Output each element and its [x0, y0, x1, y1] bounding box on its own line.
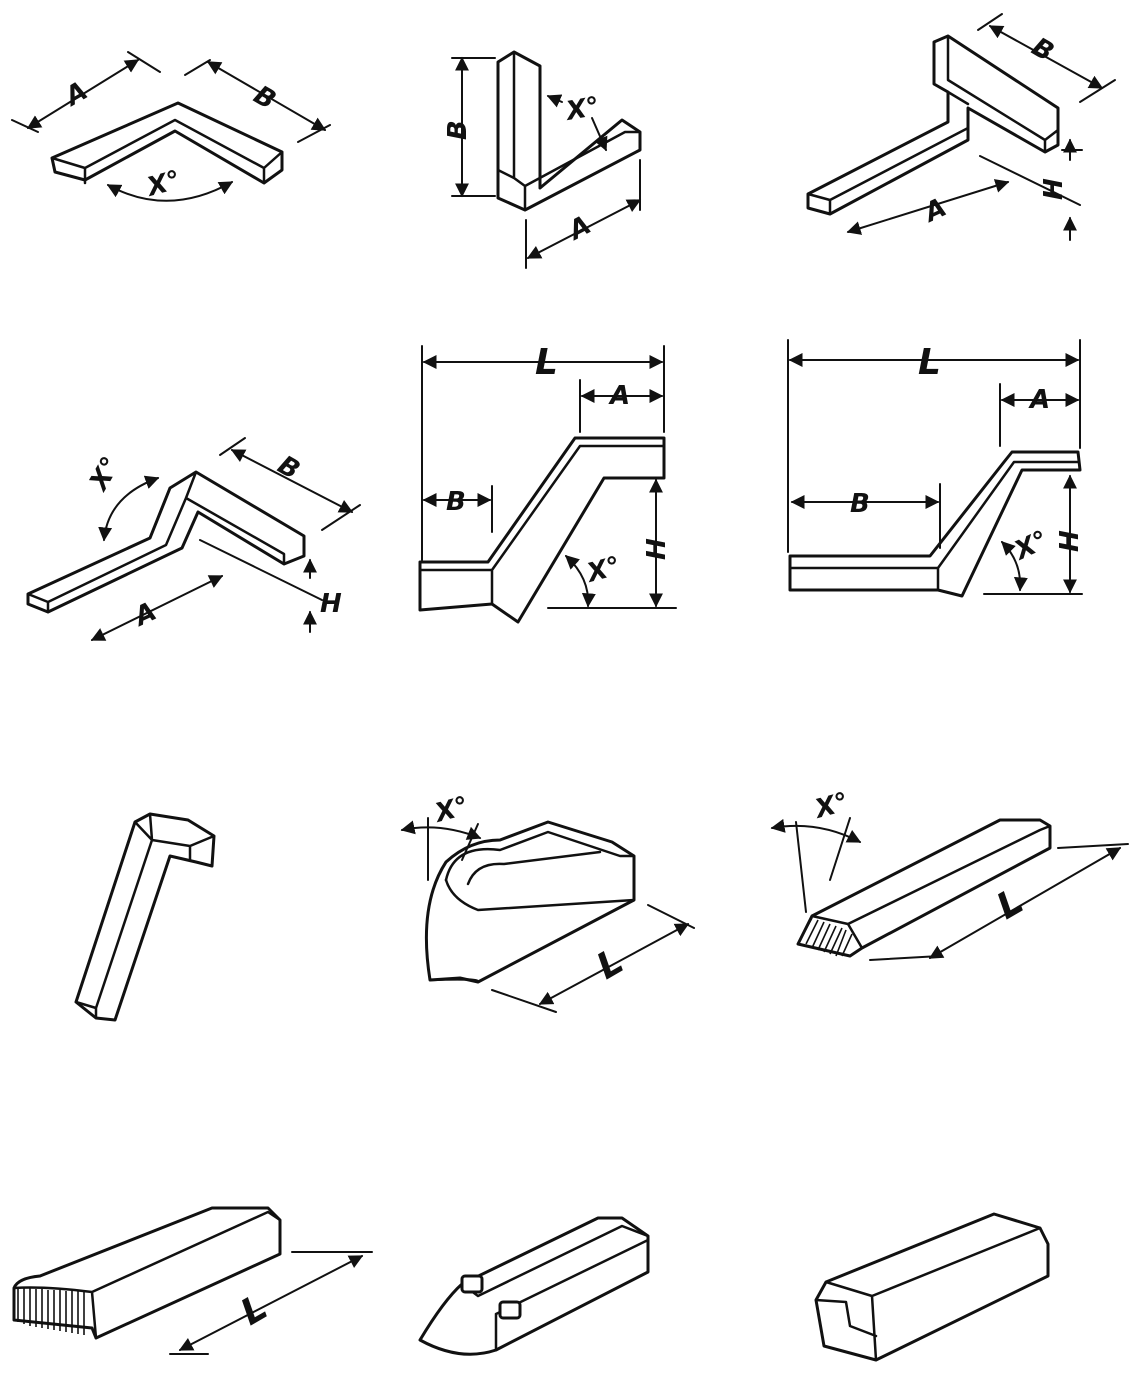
dim-label-B: B	[850, 489, 870, 519]
dim-label-L: L	[535, 342, 558, 383]
dim-label-A: A	[128, 597, 161, 634]
tool-offset-step: B A H	[806, 13, 1116, 241]
tool-round-nose: L X°	[400, 791, 695, 1013]
dim-label-A: A	[608, 381, 630, 411]
dim-label-angle: X°	[430, 791, 472, 829]
dim-label-H: H	[1055, 530, 1085, 552]
dim-label-A: A	[59, 76, 93, 113]
tool-stepped-offset-a: L A B H X°	[418, 342, 677, 624]
dim-label-angle: X°	[83, 452, 127, 497]
dim-label-L: L	[234, 1287, 274, 1334]
tool-angled-nose: L X°	[770, 787, 1129, 961]
tool-notched-bar	[814, 1212, 1050, 1362]
tool-bent-offset: B A H X°	[26, 437, 361, 641]
dim-label-A: A	[918, 193, 951, 230]
lug-left	[460, 1274, 484, 1294]
tool-hooked-bar	[74, 812, 216, 1022]
dim-label-B: B	[249, 80, 281, 116]
dim-label-B: B	[1027, 32, 1059, 68]
dim-label-L: L	[918, 342, 941, 383]
dim-label-angle: X°	[810, 787, 852, 825]
tool-lugged-bar	[418, 1216, 650, 1356]
lug-right	[498, 1300, 522, 1320]
dim-label-H: H	[1039, 178, 1069, 200]
dim-label-H: H	[642, 538, 672, 560]
tool-stepped-offset-b: L A B H X°	[787, 339, 1085, 598]
dim-label-A: A	[562, 210, 596, 247]
dim-label-L: L	[590, 941, 630, 988]
tool-straight-bar-hatched: L	[12, 1206, 373, 1355]
dim-label-angle: X°	[582, 551, 624, 589]
dim-label-B: B	[446, 487, 466, 517]
dim-label-angle: X°	[562, 92, 602, 128]
dim-label-B: B	[273, 450, 305, 486]
tool-v-shape-flat: A B X°	[11, 51, 331, 203]
dim-label-H: H	[320, 589, 342, 619]
dim-label-A: A	[1028, 385, 1050, 415]
tool-upright-l: B A X°	[443, 50, 642, 269]
dim-label-angle: X°	[142, 165, 184, 203]
dim-label-B: B	[443, 120, 473, 140]
